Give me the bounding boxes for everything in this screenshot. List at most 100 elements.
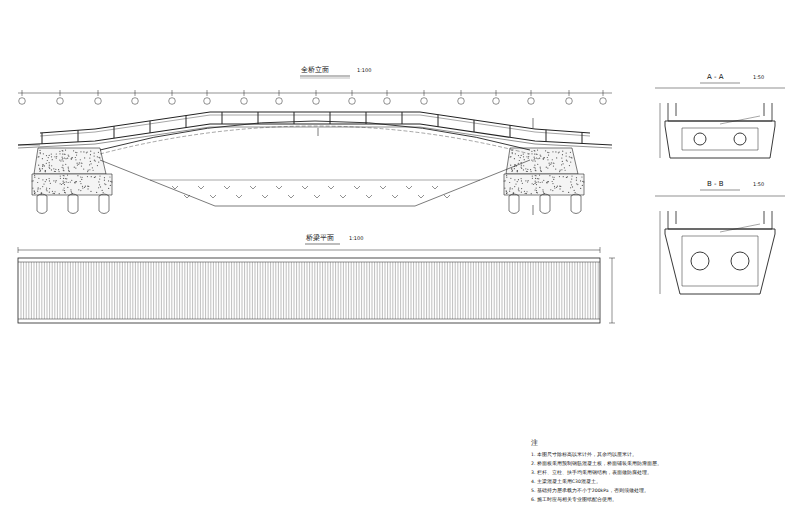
rail-post <box>186 116 187 128</box>
deck-plan <box>18 258 600 323</box>
axis-circle <box>95 98 102 105</box>
axis-circle <box>600 98 607 105</box>
rail-post <box>668 211 772 229</box>
rail-post <box>676 211 764 224</box>
axis-circle <box>132 98 139 105</box>
box-cell <box>682 128 758 150</box>
rail-post <box>150 121 151 133</box>
dimension-tick <box>22 90 23 96</box>
rail-post <box>42 133 43 144</box>
dimension-tick <box>496 90 497 96</box>
axis-circle <box>458 98 465 105</box>
rail-post <box>330 112 331 124</box>
water-mark <box>250 186 256 189</box>
rail-post <box>474 120 475 132</box>
water-mark <box>418 195 424 198</box>
foundation <box>504 174 584 195</box>
title-underline <box>305 244 340 245</box>
dimension-tick <box>60 90 61 96</box>
arch-rib <box>100 126 530 154</box>
leader-line <box>720 224 760 232</box>
steel-tube <box>691 252 709 270</box>
water-mark <box>262 195 268 198</box>
view-title: 全桥立面 <box>300 67 330 75</box>
axis-circle <box>313 98 320 105</box>
pile <box>37 194 47 214</box>
pile <box>68 194 78 214</box>
rail-post <box>510 125 511 137</box>
water-mark <box>392 195 398 198</box>
abutment <box>34 148 106 174</box>
water-mark <box>366 195 372 198</box>
rail-post <box>258 112 259 124</box>
dimension-tick <box>609 323 615 324</box>
water-mark <box>184 195 190 198</box>
section-mark <box>533 118 534 128</box>
dimension-line <box>660 103 661 158</box>
concrete-hatch <box>510 149 573 172</box>
rail-post <box>402 112 403 124</box>
note-line: 2. 桥面板采用预制钢筋混凝土板，桥面铺装采用防滑面层。 <box>530 461 663 466</box>
arch-rib <box>100 121 530 150</box>
rail-post <box>582 132 583 143</box>
girder-section <box>665 229 775 294</box>
rail-plan <box>18 262 600 263</box>
dimension-tick <box>279 90 280 96</box>
dimension-tick <box>244 90 245 96</box>
abutment <box>506 148 578 174</box>
view-title: A - A <box>706 74 725 82</box>
axis-circle <box>276 98 283 105</box>
water-mark <box>314 195 320 198</box>
note-line: 6. 施工时应与相关专业图纸配合使用。 <box>530 497 618 502</box>
dimension-tick <box>461 90 462 96</box>
view-title: 1:100 <box>348 236 364 242</box>
view-title: 1:50 <box>752 182 765 188</box>
hand-rail <box>40 115 590 136</box>
dimension-tick <box>352 90 353 96</box>
deck-planks <box>21 262 598 319</box>
water-mark <box>406 186 412 189</box>
view-title: 桥梁平面 <box>305 235 335 243</box>
rail-post <box>438 115 439 127</box>
girder-section <box>665 121 775 158</box>
dimension-tick <box>600 247 601 253</box>
dimension-tick <box>569 90 570 96</box>
axis-circle <box>204 98 211 105</box>
title-underline <box>700 190 740 191</box>
dimension-tick <box>316 90 317 96</box>
dimension-tick <box>172 90 173 96</box>
water-mark <box>302 186 308 189</box>
water-mark <box>224 186 230 189</box>
river-bed <box>100 160 530 206</box>
notes-heading: 注 <box>530 440 539 448</box>
approach <box>18 145 40 146</box>
pile <box>509 194 519 214</box>
steel-tube <box>734 133 746 145</box>
pile <box>571 194 581 214</box>
axis-circle <box>57 98 64 105</box>
axis-circle <box>349 98 356 105</box>
dimension-line <box>655 88 785 89</box>
axis-circle <box>384 98 391 105</box>
water-mark <box>288 195 294 198</box>
axis-circle <box>19 98 26 105</box>
axis-circle <box>241 98 248 105</box>
water-line <box>150 180 480 181</box>
section-mark <box>318 128 319 136</box>
section-mark <box>533 205 534 215</box>
view-title: B - B <box>706 181 725 189</box>
concrete-hatch <box>38 149 101 172</box>
leader-line <box>720 116 760 124</box>
water-mark <box>340 195 346 198</box>
foundation <box>32 174 112 195</box>
title-underline <box>300 78 350 79</box>
dimension-line <box>18 250 600 251</box>
water-mark <box>198 186 204 189</box>
pile <box>540 194 550 214</box>
view-title: 1:100 <box>356 68 372 74</box>
axis-circle <box>566 98 573 105</box>
rail-post <box>668 103 772 121</box>
box-cell <box>682 236 758 286</box>
steel-tube <box>731 252 749 270</box>
